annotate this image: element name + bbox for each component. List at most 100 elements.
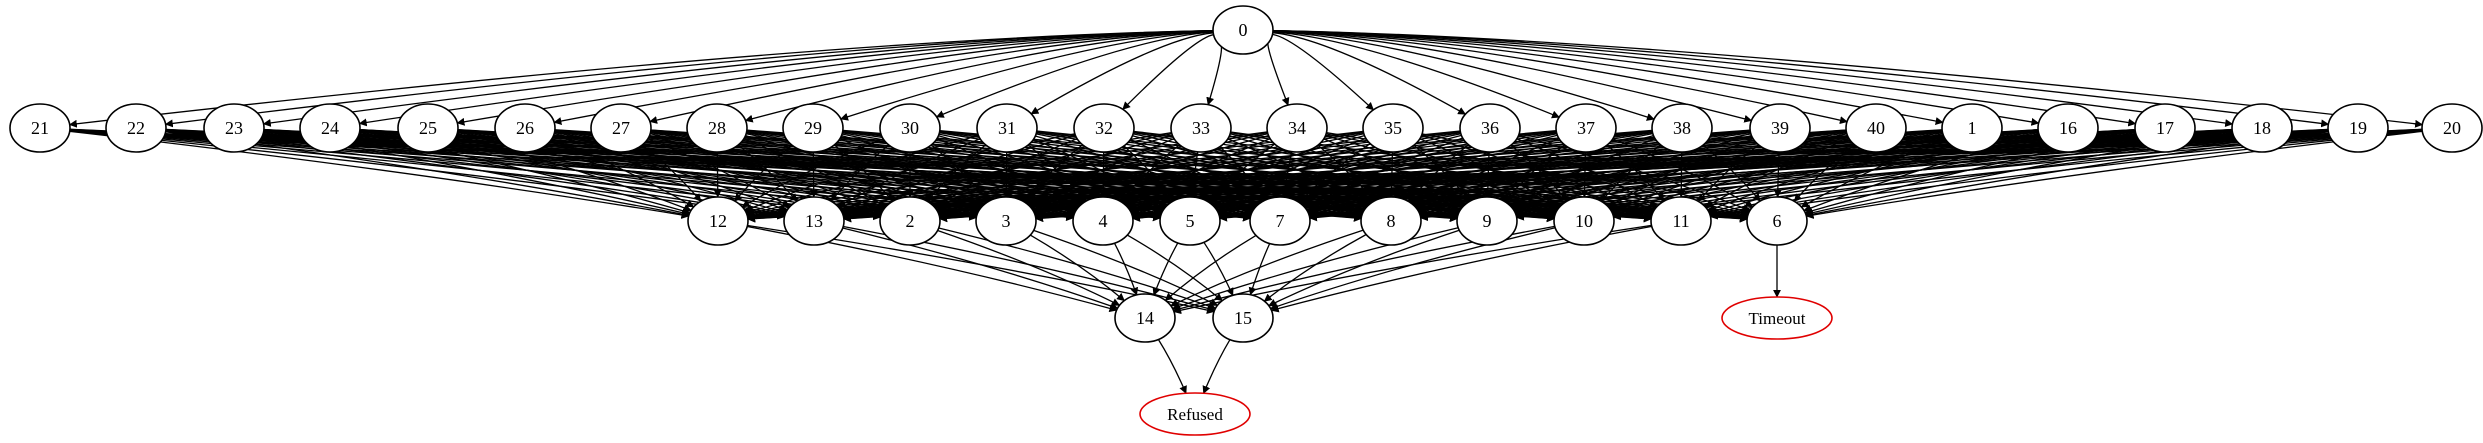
edge-20-to-4 — [1132, 129, 2423, 222]
edge-0-to-25 — [456, 30, 1214, 126]
edge-0-to-1 — [1272, 30, 1944, 125]
node-39: 39 — [1749, 103, 1811, 153]
node-9: 9 — [1456, 196, 1518, 246]
node-label: 38 — [1673, 118, 1691, 138]
node-15: 15 — [1212, 293, 1274, 343]
edge-0-to-24 — [358, 30, 1214, 127]
node-40: 40 — [1845, 103, 1907, 153]
node-shape — [1555, 103, 1617, 153]
node-label: 1 — [1968, 118, 1977, 138]
edge-20-to-6 — [1805, 130, 2423, 219]
node-label: 37 — [1577, 118, 1595, 138]
node-label: 21 — [31, 118, 49, 138]
node-0: 0 — [1212, 5, 1274, 55]
edge-0-to-32 — [1122, 34, 1214, 110]
node-label: 25 — [419, 118, 437, 138]
edge-29-to-13 — [809, 151, 818, 198]
edge-31-to-12 — [744, 134, 979, 212]
node-26: 26 — [494, 103, 556, 153]
node-19: 19 — [2327, 103, 2389, 153]
edge-32-to-3 — [1022, 144, 1084, 202]
node-shape — [2327, 103, 2389, 153]
node-label: 40 — [1867, 118, 1885, 138]
edge-36-to-8 — [1407, 144, 1469, 203]
node-label: 22 — [127, 118, 145, 138]
edge-5-to-14 — [1152, 242, 1179, 296]
node-shape — [1553, 196, 1615, 246]
node-shape — [879, 103, 941, 153]
node-6: 6 — [1746, 196, 1808, 246]
edge-9-to-14 — [1171, 227, 1459, 311]
edge-0-to-37 — [1272, 31, 1560, 119]
edge-0-to-34 — [1267, 40, 1290, 106]
node-label: 13 — [805, 211, 823, 231]
node-5: 5 — [1159, 196, 1221, 246]
node-shape — [590, 103, 652, 153]
node-8: 8 — [1360, 196, 1422, 246]
node-shape — [1072, 196, 1134, 246]
node-label: 15 — [1234, 308, 1252, 328]
node-shape — [879, 196, 941, 246]
node-shape — [1746, 196, 1808, 246]
edge-2-to-15 — [938, 227, 1217, 310]
node-label: 30 — [901, 118, 919, 138]
edge-37-to-12 — [746, 130, 1557, 221]
node-18: 18 — [2231, 103, 2293, 153]
node-shape — [1212, 5, 1274, 55]
node-20: 20 — [2421, 103, 2483, 153]
edge-30-to-12 — [741, 138, 884, 208]
edge-2-to-14 — [937, 229, 1121, 306]
edge-9-to-15 — [1268, 229, 1460, 307]
node-label: 26 — [516, 118, 534, 138]
node-10: 10 — [1553, 196, 1615, 246]
node-shape — [782, 103, 844, 153]
edge-21-to-12 — [69, 130, 690, 219]
node-shape — [2134, 103, 2196, 153]
node-shape — [1114, 293, 1176, 343]
node-shape — [783, 196, 845, 246]
node-shape — [1073, 103, 1135, 153]
node-shape — [1360, 196, 1422, 246]
node-label: 2 — [906, 211, 915, 231]
node-31: 31 — [976, 103, 1038, 153]
node-label: 11 — [1672, 211, 1689, 231]
edge-0-to-38 — [1272, 30, 1655, 121]
node-shape — [1212, 293, 1274, 343]
edge-13-to-14 — [842, 227, 1119, 310]
edge-34-to-8 — [1317, 144, 1375, 202]
node-shape — [1749, 103, 1811, 153]
node-label: 29 — [804, 118, 822, 138]
node-37: 37 — [1555, 103, 1617, 153]
edge-0-to-28 — [744, 30, 1214, 123]
edge-10-to-15 — [1269, 227, 1556, 311]
node-refused: Refused — [1139, 392, 1251, 436]
node-label: 7 — [1276, 211, 1285, 231]
edge-0-to-40 — [1272, 30, 1848, 125]
node-shape — [687, 196, 749, 246]
node-label: 10 — [1575, 211, 1593, 231]
node-label: 20 — [2443, 118, 2461, 138]
edge-0-to-20 — [1272, 29, 2424, 128]
edge-0-to-29 — [840, 30, 1214, 121]
node-34: 34 — [1266, 103, 1328, 153]
edge-0-to-27 — [649, 30, 1214, 124]
edge-29-to-3 — [839, 138, 983, 208]
edge-0-to-26 — [553, 30, 1214, 125]
node-label: 32 — [1095, 118, 1113, 138]
edge-0-to-23 — [262, 30, 1214, 127]
node-label: 27 — [612, 118, 630, 138]
node-shape — [1139, 392, 1251, 436]
node-12: 12 — [687, 196, 749, 246]
node-24: 24 — [299, 103, 361, 153]
node-shape — [203, 103, 265, 153]
node-shape — [1362, 103, 1424, 153]
node-label: 4 — [1099, 211, 1108, 231]
node-16: 16 — [2037, 103, 2099, 153]
edge-3-to-15 — [1033, 229, 1219, 306]
edge-0-to-31 — [1030, 32, 1214, 115]
edge-29-to-2 — [833, 144, 894, 202]
edge-3-to-14 — [1029, 234, 1125, 302]
node-25: 25 — [397, 103, 459, 153]
node-shape — [397, 103, 459, 153]
